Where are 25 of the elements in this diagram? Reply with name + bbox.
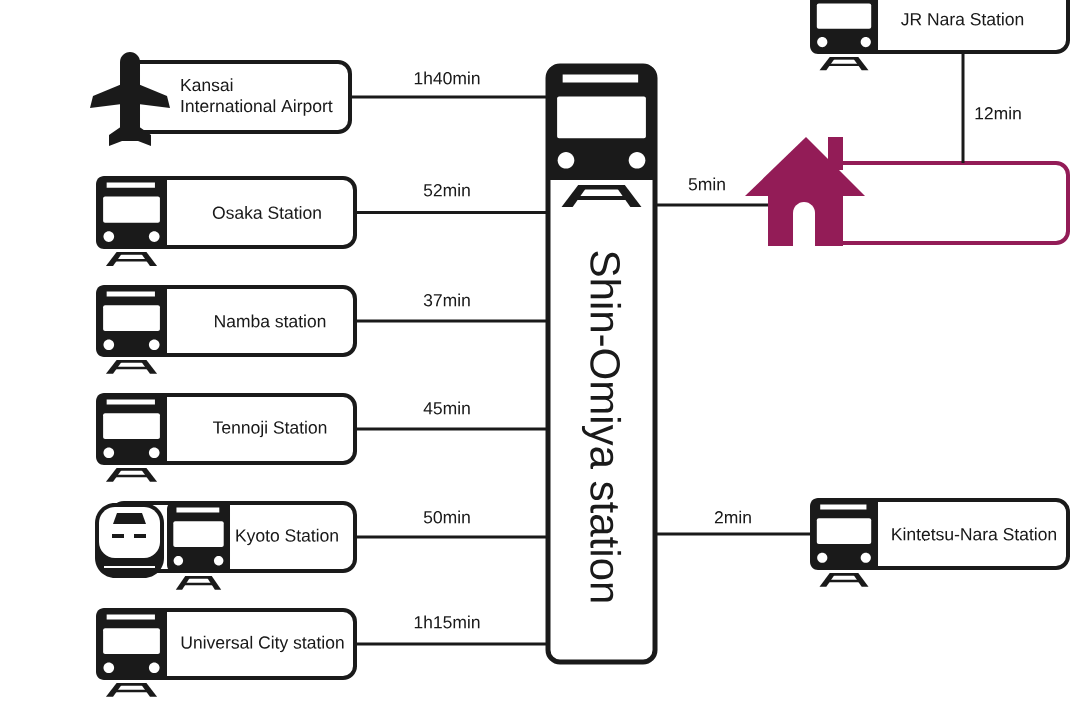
connector-line — [355, 642, 548, 646]
connector-line — [655, 203, 768, 207]
station-box: Namba station — [167, 285, 357, 357]
edge-label: 1h40min — [410, 68, 484, 88]
station-box: Universal City station — [167, 608, 357, 680]
edge-label: 45min — [420, 398, 474, 418]
edge-label: 12min — [971, 103, 1025, 123]
connector-line — [355, 211, 548, 214]
connector-line — [961, 52, 965, 163]
edge-label: 50min — [420, 507, 474, 527]
edge-label: 5min — [685, 174, 729, 194]
station-box: Kansai International Airport — [122, 60, 352, 134]
connector-line — [350, 95, 548, 99]
edge-label: 52min — [420, 180, 474, 200]
connector-line — [355, 319, 548, 323]
station-box: Osaka Station — [167, 176, 357, 249]
edge-label: 1h15min — [410, 612, 484, 632]
edge-label: 37min — [420, 290, 474, 310]
station-box: Tennoji Station — [167, 393, 357, 465]
connector-line — [355, 535, 548, 539]
edge-label: 2min — [711, 507, 755, 527]
station-box: Kintetsu-Nara Station — [878, 498, 1070, 570]
connector-line — [655, 532, 810, 536]
station-box: JR Nara Station — [878, 0, 1070, 54]
connector-line — [355, 427, 548, 431]
